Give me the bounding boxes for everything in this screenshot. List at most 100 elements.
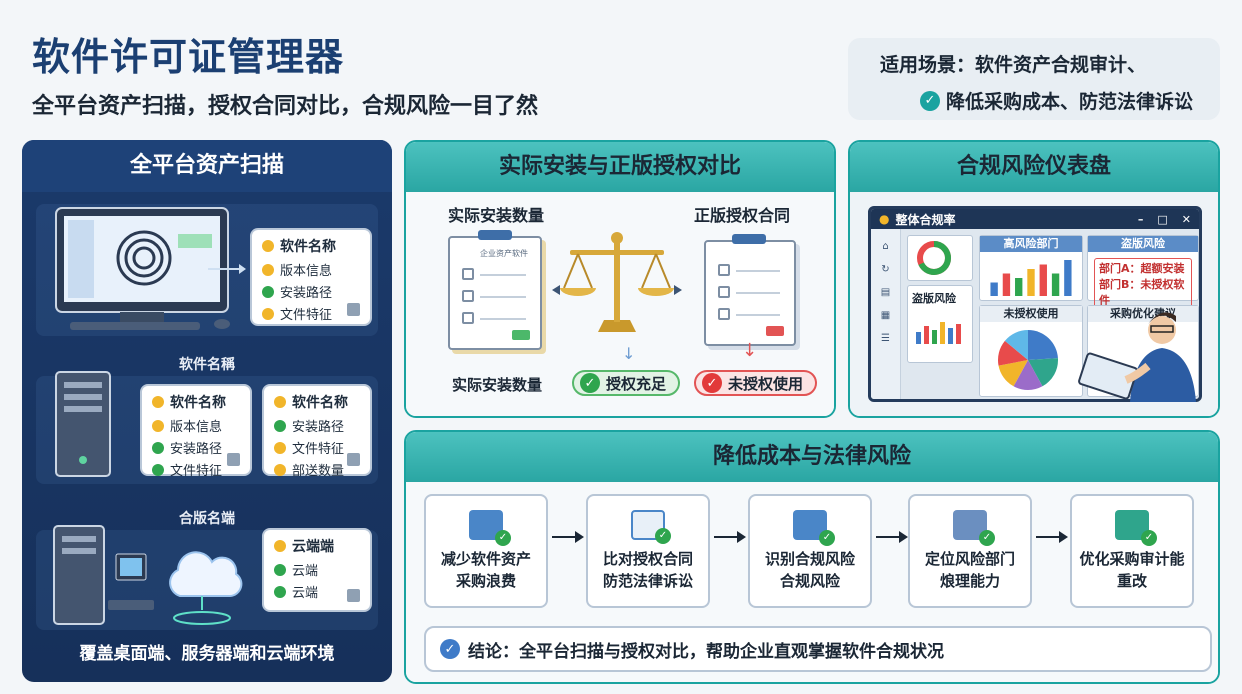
dot-icon bbox=[274, 563, 286, 576]
checkbox-icon bbox=[718, 286, 730, 298]
server-card-a-item: 安装路径 bbox=[170, 442, 223, 457]
doc-line bbox=[480, 274, 526, 276]
step-line-2: 烺理能力 bbox=[939, 572, 1000, 590]
minimize-icon[interactable]: – bbox=[1137, 212, 1144, 226]
unauthorized-use-text: 未授权使用 bbox=[728, 374, 804, 393]
doc-line bbox=[480, 318, 526, 320]
pie-slice bbox=[998, 340, 1028, 366]
license-doc bbox=[704, 240, 796, 346]
square-icon bbox=[227, 453, 240, 466]
list-icon[interactable]: ☰ bbox=[881, 333, 890, 344]
step-line-2: 重改 bbox=[1116, 572, 1147, 590]
window-title: 整体合规率 bbox=[895, 212, 956, 227]
dot-icon bbox=[274, 441, 286, 454]
piracy-item: 部门B：未授权软件 bbox=[1099, 278, 1185, 307]
sync-icon[interactable]: ↻ bbox=[881, 264, 890, 275]
dot-icon bbox=[274, 463, 286, 476]
arrow-down-icon: ↓ bbox=[742, 340, 758, 361]
cloud-server-icon bbox=[53, 525, 243, 625]
step-arrow bbox=[876, 531, 908, 543]
cloud-card-item: 云端 bbox=[292, 564, 319, 579]
software-label: 软件名稱 bbox=[179, 357, 235, 373]
high-risk-dept-title: 高风险部门 bbox=[980, 236, 1082, 252]
piracy-small-tile: 盗版风险 bbox=[907, 285, 973, 363]
step-line-2: 合规风险 bbox=[779, 572, 840, 590]
pie-slice bbox=[1028, 330, 1058, 360]
conclusion-text: 结论：全平台扫描与授权对比，帮助企业直观掌握软件合规状况 bbox=[468, 641, 944, 662]
high-risk-dept-tile: 高风险部门 bbox=[979, 235, 1083, 301]
window-title-bar: ● 整体合规率 – □ ✕ bbox=[871, 209, 1199, 229]
high-risk-bar-chart bbox=[990, 260, 1072, 296]
step-compare-contract: 比对授权合同 防范法律诉讼 bbox=[586, 494, 710, 608]
pie-slice bbox=[998, 360, 1028, 387]
desktop-card-item: 安装路径 bbox=[280, 286, 333, 301]
piracy-risk-list: 部门A：超额安装 部门B：未授权软件 bbox=[1094, 258, 1192, 312]
compare-panel-title: 实际安装与正版授权对比 bbox=[406, 142, 834, 192]
bar-mark bbox=[1027, 269, 1035, 296]
scene-line-1: 适用场景：软件资产合规审计、 bbox=[880, 54, 1147, 76]
piracy-risk-title: 盗版风险 bbox=[1088, 236, 1198, 252]
cloud-label: 合版名端 bbox=[179, 511, 235, 527]
server-card-b-item: 部送数量 bbox=[292, 464, 345, 479]
cloud-software-card: 云端端 云端 云端 bbox=[262, 528, 372, 612]
bar-mark bbox=[1039, 264, 1047, 296]
installed-doc: 企业资产软件 bbox=[448, 236, 542, 350]
bar-mark bbox=[1002, 273, 1011, 296]
dashboard-panel-title: 合规风险仪表盘 bbox=[850, 142, 1218, 192]
badge-icon bbox=[274, 396, 286, 408]
server-card-b-item: 文件特征 bbox=[292, 442, 345, 457]
badge-icon bbox=[152, 396, 164, 408]
clip-icon bbox=[732, 234, 766, 244]
scale-icon bbox=[552, 232, 682, 332]
close-icon[interactable]: ✕ bbox=[1181, 212, 1191, 226]
server-tower-icon bbox=[55, 371, 111, 477]
dot-icon bbox=[152, 441, 164, 454]
audit-icon bbox=[1115, 510, 1157, 546]
dot-icon bbox=[262, 307, 274, 320]
printer-icon[interactable]: ▤ bbox=[880, 287, 891, 298]
step-line-1: 识别合规风险 bbox=[764, 550, 855, 568]
status-chip bbox=[766, 326, 784, 336]
piracy-small-bars bbox=[916, 322, 961, 344]
server-software-card-b: 软件名称 安装路径 文件特征 部送数量 bbox=[262, 384, 372, 479]
square-icon bbox=[347, 453, 360, 466]
cloud-card-item: 云端 bbox=[292, 586, 319, 601]
server-card-a-item: 文件特征 bbox=[170, 464, 223, 479]
step-identify-risk: 识别合规风险 合规风险 bbox=[748, 494, 872, 608]
unauthorized-use-badge: ✓ 未授权使用 bbox=[694, 370, 818, 396]
step-line-2: 采购浪费 bbox=[455, 572, 516, 590]
badge-icon bbox=[274, 540, 286, 552]
dot-icon bbox=[262, 263, 274, 276]
doc-line bbox=[736, 270, 780, 272]
bar-mark bbox=[1051, 273, 1060, 296]
step-arrow bbox=[714, 531, 746, 543]
conclusion-bar: ✓ 结论：全平台扫描与授权对比，帮助企业直观掌握软件合规状况 bbox=[424, 626, 1212, 672]
scan-panel-footer: 覆盖桌面端、服务器端和云端环境 bbox=[79, 644, 335, 664]
checkbox-icon bbox=[462, 312, 474, 324]
file-icon[interactable]: ▦ bbox=[880, 310, 891, 321]
check-icon: ✓ bbox=[702, 373, 722, 393]
dot-icon bbox=[274, 585, 286, 598]
bar-mark bbox=[990, 282, 998, 296]
server-software-card-a: 软件名称 版本信息 安装路径 文件特征 bbox=[140, 384, 252, 479]
dot-icon bbox=[274, 419, 286, 432]
doc-line bbox=[736, 314, 780, 316]
scene-line-2: ✓ 降低采购成本、防范法律诉讼 bbox=[866, 87, 1202, 114]
dot-icon bbox=[152, 463, 164, 476]
server-card-a-item: 版本信息 bbox=[170, 420, 223, 435]
piracy-item: 部门A：超额安装 bbox=[1099, 262, 1185, 275]
dashboard-window: ● 整体合规率 – □ ✕ ⌂ ↻ ▤ ▦ ☰ 盗版风险 高风险部门 盗版风险 bbox=[868, 206, 1202, 402]
doc-line bbox=[736, 292, 780, 294]
unauthorized-pie-chart bbox=[998, 330, 1058, 390]
maximize-icon[interactable]: □ bbox=[1157, 212, 1168, 226]
cloud-card-title: 云端端 bbox=[292, 539, 334, 555]
checkbox-icon bbox=[462, 268, 474, 280]
checkbox-icon bbox=[718, 264, 730, 276]
piracy-small-title: 盗版风险 bbox=[912, 292, 956, 305]
unauthorized-use-title: 未授权使用 bbox=[980, 306, 1082, 322]
page-subtitle: 全平台资产扫描，授权合同对比，合规风险一目了然 bbox=[32, 94, 539, 119]
dot-icon bbox=[152, 419, 164, 432]
home-icon[interactable]: ⌂ bbox=[882, 241, 889, 252]
window-sidebar: ⌂ ↻ ▤ ▦ ☰ bbox=[871, 229, 901, 399]
scene-box: 适用场景：软件资产合规审计、 ✓ 降低采购成本、防范法律诉讼 bbox=[848, 38, 1220, 120]
